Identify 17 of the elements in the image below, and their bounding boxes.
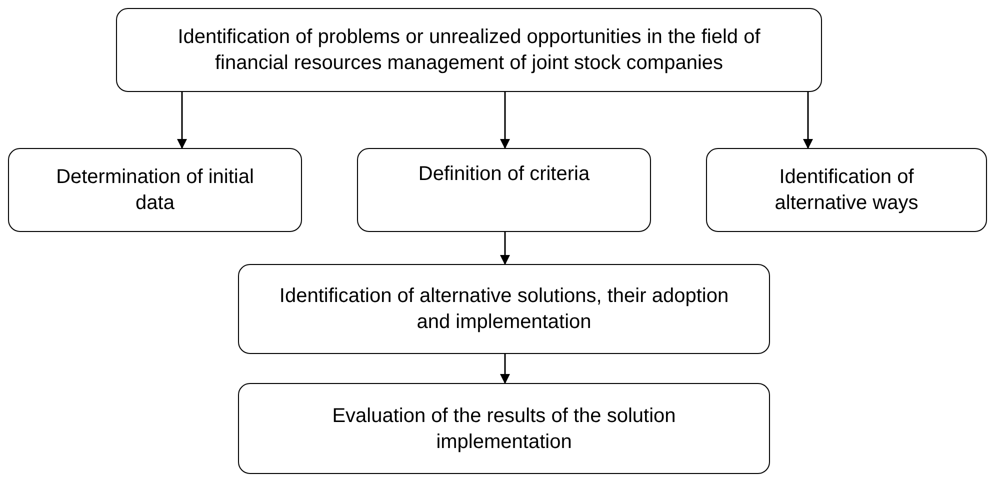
process-box — [238, 383, 770, 474]
box-text: Identification of alternative solutions, their adoption and implementation — [278, 284, 730, 335]
box-text: Identification of alternative ways — [774, 165, 920, 216]
arrow — [500, 232, 510, 265]
arrow — [803, 92, 813, 149]
box-text: Determination of initial data — [55, 165, 255, 216]
process-box — [706, 148, 987, 232]
arrow — [500, 92, 510, 149]
arrow — [500, 354, 510, 384]
arrow — [177, 92, 187, 149]
process-box — [357, 148, 651, 232]
process-box — [8, 148, 302, 232]
process-box — [116, 8, 822, 92]
box-text: Evaluation of the results of the solution implementation — [331, 404, 677, 454]
box-text: Definition of criteria — [418, 162, 590, 187]
box-text: Identification of problems or unrealized opportunities in the field of financial resources management of joint stock companies — [176, 25, 762, 76]
process-box — [238, 264, 770, 354]
